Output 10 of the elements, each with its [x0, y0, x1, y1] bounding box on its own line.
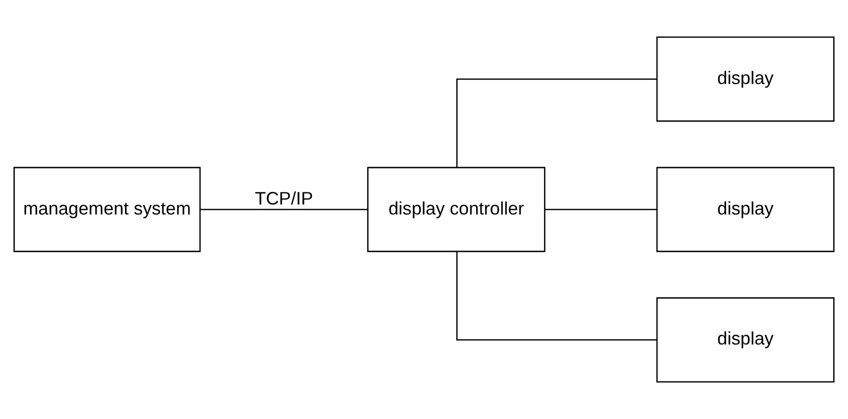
- edge-label: TCP/IP: [254, 188, 314, 209]
- connector: [545, 208, 657, 210]
- node-box: display: [656, 36, 834, 122]
- node-box: display controller: [367, 166, 546, 252]
- node-box: display: [656, 297, 834, 382]
- connector: [456, 78, 657, 168]
- connector: [456, 251, 657, 341]
- connector: [200, 208, 368, 210]
- node-box: management system: [14, 166, 201, 252]
- node-box: display: [656, 166, 834, 252]
